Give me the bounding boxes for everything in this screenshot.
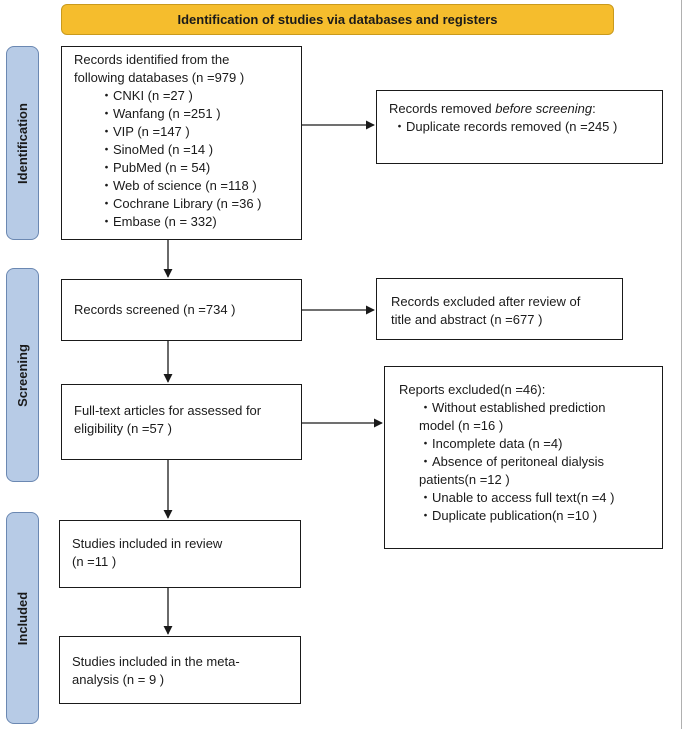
studies-meta-line2: analysis (n = 9 ) (72, 672, 165, 687)
records-removed-emphasis: before screening (495, 101, 593, 116)
records-identified-line1: Records identified from the (74, 52, 230, 67)
reports-excluded-item: ・Absence of peritoneal dialysis (419, 454, 604, 469)
fulltext-assessed-line2: eligibility (n =57 ) (74, 421, 172, 436)
header-title: Identification of studies via databases … (177, 12, 498, 27)
database-item: ・CNKI (n =27 ) (100, 88, 193, 103)
records-identified-line2: following databases (n =979 ) (74, 70, 245, 85)
records-removed-suffix: : (592, 101, 596, 116)
records-screened-box: Records screened (n =734 ) (61, 279, 302, 341)
studies-review-line1: Studies included in review (72, 536, 223, 551)
reports-excluded-item: ・Unable to access full text(n =4 ) (419, 490, 615, 505)
records-screened-text: Records screened (n =734 ) (74, 302, 236, 317)
page-right-border (681, 0, 682, 729)
studies-review-box: Studies included in review (n =11 ) (59, 520, 301, 588)
database-item: ・SinoMed (n =14 ) (100, 142, 214, 157)
reports-excluded-item: ・Incomplete data (n =4) (419, 436, 563, 451)
records-excluded-line2: title and abstract (n =677 ) (391, 312, 543, 327)
database-item: ・Cochrane Library (n =36 ) (100, 196, 262, 211)
header-banner: Identification of studies via databases … (61, 4, 614, 35)
records-removed-box: Records removed before screening: ・Dupli… (376, 90, 663, 164)
database-item: ・PubMed (n = 54) (100, 160, 211, 175)
database-item: ・Web of science (n =118 ) (100, 178, 257, 193)
fulltext-assessed-line1: Full-text articles for assessed for (74, 403, 262, 418)
database-item: ・Wanfang (n =251 ) (100, 106, 221, 121)
reports-excluded-box: Reports excluded(n =46): ・Without establ… (384, 366, 663, 549)
reports-excluded-item: ・Without established prediction (419, 400, 606, 415)
studies-review-line2: (n =11 ) (72, 554, 117, 569)
fulltext-assessed-box: Full-text articles for assessed for elig… (61, 384, 302, 460)
records-removed-title: Records removed before screening: (389, 100, 652, 118)
records-removed-item: ・Duplicate records removed (n =245 ) (393, 119, 618, 134)
records-excluded-line1: Records excluded after review of (391, 294, 581, 309)
records-excluded-box: Records excluded after review of title a… (376, 278, 623, 340)
reports-excluded-item: model (n =16 ) (419, 418, 504, 433)
studies-meta-box: Studies included in the meta- analysis (… (59, 636, 301, 704)
sidebar-screening: Screening (6, 268, 39, 482)
records-identified-box: Records identified from the following da… (61, 46, 302, 240)
reports-excluded-item: ・Duplicate publication(n =10 ) (419, 508, 598, 523)
studies-meta-line1: Studies included in the meta- (72, 654, 240, 669)
records-removed-prefix: Records removed (389, 101, 496, 116)
database-item: ・Embase (n = 332) (100, 214, 217, 229)
database-item: ・VIP (n =147 ) (100, 124, 190, 139)
sidebar-included: Included (6, 512, 39, 724)
reports-excluded-title: Reports excluded(n =46): (399, 382, 546, 397)
reports-excluded-item: patients(n =12 ) (419, 472, 510, 487)
sidebar-identification: Identification (6, 46, 39, 240)
